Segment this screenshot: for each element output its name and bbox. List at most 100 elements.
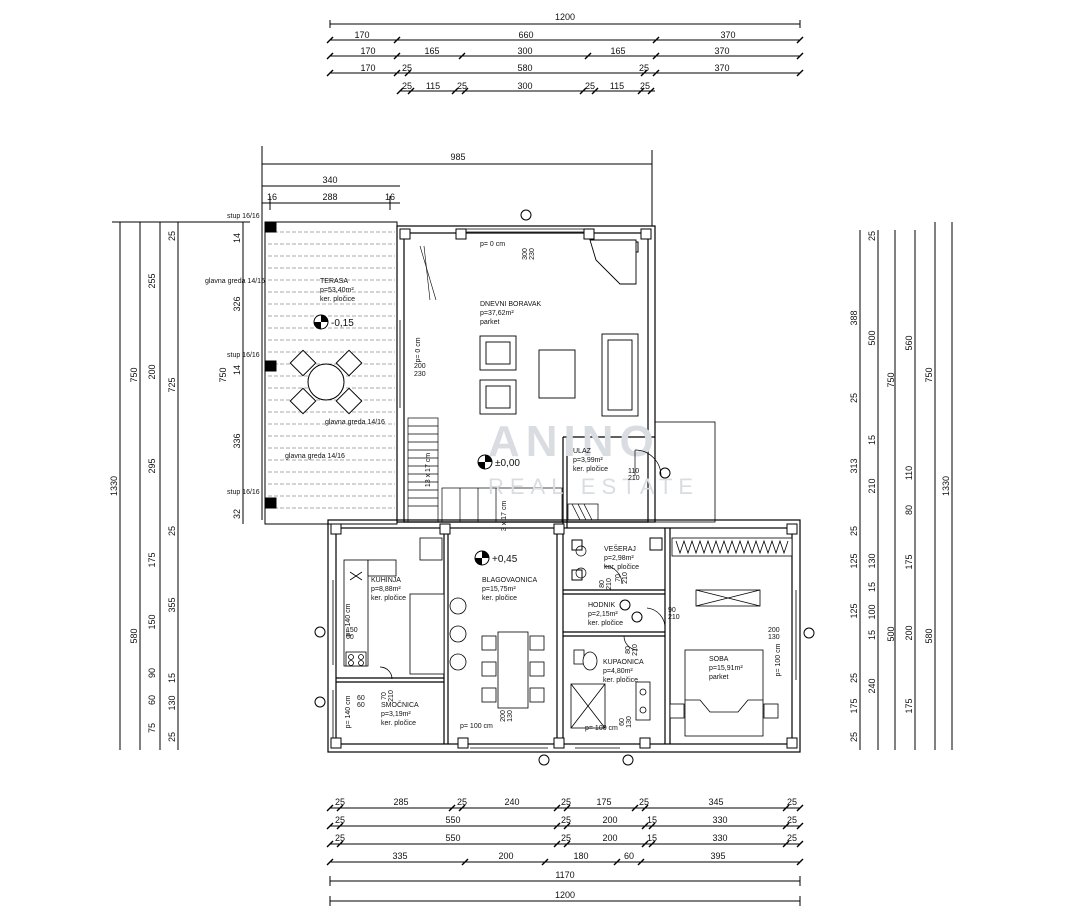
door-d5: 80 (599, 580, 606, 588)
top-dim-r3-e: 370 (714, 63, 729, 73)
right-dim-c4-10: 25 (849, 732, 859, 742)
right-dim-c2-2: 110 (904, 466, 914, 480)
room-ulaz-area: p=3,99m² (573, 457, 603, 464)
top-dim-overall: 1200 (555, 12, 575, 22)
upper-dim-total: 985 (450, 152, 465, 162)
terrace-greda-2: glavna greda 14/16 (285, 453, 345, 460)
door-d1: 70 (381, 692, 388, 700)
window-p140-a: p= 140 cm (345, 603, 352, 636)
bottom-r3-3: 200 (602, 833, 617, 843)
stair-label-1: 13 x 17 cm (425, 453, 432, 487)
right-dim-c3-0: 388 (849, 310, 859, 325)
room-hodnik-name: HODNIK (588, 602, 616, 609)
hall-door-swing (623, 607, 666, 651)
room-terasa-floor: ker. pločice (320, 296, 355, 303)
room-blagovaonica-floor: ker. pločice (482, 595, 517, 602)
right-dim-c3-4: 100 (867, 604, 877, 619)
window-w2b: 230 (414, 371, 426, 378)
window-w7b: 60 (357, 702, 365, 709)
top-dim-r2-a: 170 (360, 46, 375, 56)
right-dim-outer: 1330 (941, 476, 951, 496)
left-dimensions (112, 221, 250, 750)
bottom-r2-3: 200 (602, 815, 617, 825)
top-dim-r3-a: 170 (360, 63, 375, 73)
bottom-r4-3: 60 (624, 851, 634, 861)
axis-markers (314, 209, 815, 766)
bottom-r1-1: 285 (393, 797, 408, 807)
bottom-r3-1: 550 (445, 833, 460, 843)
window-p100-c: p= 100 cm (585, 725, 618, 732)
level-terrace: -0,15 (331, 318, 354, 329)
top-dim-r4-e: 25 (585, 81, 595, 91)
right-dim-c1-a: 750 (924, 367, 934, 382)
window-w3b: 130 (507, 710, 514, 722)
bottom-r3-6: 25 (787, 833, 797, 843)
bottom-r3-2: 25 (561, 833, 571, 843)
bottom-r1-7: 345 (708, 797, 723, 807)
terrace-glavna-greda: glavna greda 14/16 (205, 278, 265, 285)
upper-dim-edge-l: 16 (267, 192, 277, 202)
right-dim-c3-7: 175 (849, 698, 859, 713)
room-kupaonica-name: KUPAONICA (603, 659, 644, 666)
left-dim-c2-5: 175 (147, 552, 157, 567)
left-dim-c3-2: 15 (167, 673, 177, 683)
right-dim-c3-5: 500 (886, 626, 896, 641)
right-dim-c2-6: 175 (904, 698, 914, 713)
top-dim-r2-b: 165 (424, 46, 439, 56)
window-w3: 200 (500, 710, 507, 722)
door-d3: 80 (625, 646, 632, 654)
top-dim-r4-g: 25 (640, 81, 650, 91)
bottom-r2-0: 25 (335, 815, 345, 825)
upper-dim-terrace: 340 (322, 175, 337, 185)
room-smocnica-area: p=3,19m² (381, 711, 411, 718)
room-veseraj-name: VEŠERAJ (604, 544, 636, 553)
right-dim-c4-1: 25 (849, 393, 859, 403)
window-w1b: 230 (529, 248, 536, 260)
left-dim-c4-2: 750 (218, 367, 228, 382)
dining-furniture (449, 597, 545, 709)
terrace-decking (268, 231, 395, 509)
top-dim-r3-c: 580 (517, 63, 532, 73)
left-dim-c2-3: 295 (147, 458, 157, 473)
bottom-r4-2: 180 (573, 851, 588, 861)
left-dim-c2-10: 75 (147, 723, 157, 733)
bottom-r2-4: 15 (647, 815, 657, 825)
bottom-r3-5: 330 (712, 833, 727, 843)
door-ulaz: 110 (628, 468, 639, 475)
bottom-dim-ticks (326, 804, 804, 866)
window-w6: 150 (346, 627, 358, 634)
right-dim-c2-1: 750 (886, 372, 896, 387)
right-dim-c1-b: 580 (924, 628, 934, 643)
room-terasa-area: p=53,40m² (320, 287, 354, 294)
laundry-furniture (575, 545, 623, 585)
left-dim-c1-a: 750 (129, 367, 139, 382)
top-dim-r3-b: 25 (402, 63, 412, 73)
room-ulaz-floor: ker. pločice (573, 466, 608, 473)
right-dim-c4-6: 15 (867, 582, 877, 592)
window-p100-a: p= 100 cm (460, 723, 493, 730)
door-d2: 90 (668, 607, 676, 614)
watermark-line-1: ANINO (488, 417, 660, 466)
level-marker-icon (474, 550, 490, 566)
room-veseraj-area: p=2,98m² (604, 555, 634, 562)
room-kupaonica-floor: ker. pločice (603, 677, 638, 684)
left-dim-c2-7: 150 (147, 614, 157, 629)
bottom-r1-3: 240 (504, 797, 519, 807)
top-dim-r4-b: 115 (426, 81, 440, 91)
bottom-r5: 1170 (555, 870, 574, 880)
right-dim-c4-9: 125 (849, 603, 859, 618)
left-dim-c2-9: 60 (147, 695, 157, 705)
bottom-r1-8: 25 (787, 797, 797, 807)
left-dim-c3-1: 130 (167, 695, 177, 710)
room-boravak-area: p=37,62m² (480, 310, 514, 317)
left-dim-c2-11: 25 (167, 732, 177, 742)
room-soba-name: SOBA (709, 656, 729, 663)
level-dining: +0,45 (492, 554, 518, 565)
bottom-dimensions (329, 807, 801, 906)
door-d3b: 210 (632, 644, 639, 656)
upper-dim-inner: 288 (322, 192, 337, 202)
upper-dim-edge-r: 16 (385, 192, 395, 202)
left-dim-c4-1: 326 (232, 296, 242, 311)
terrace-stup-1: stup 16/16 (227, 213, 260, 220)
window-w6b: 60 (346, 634, 354, 641)
